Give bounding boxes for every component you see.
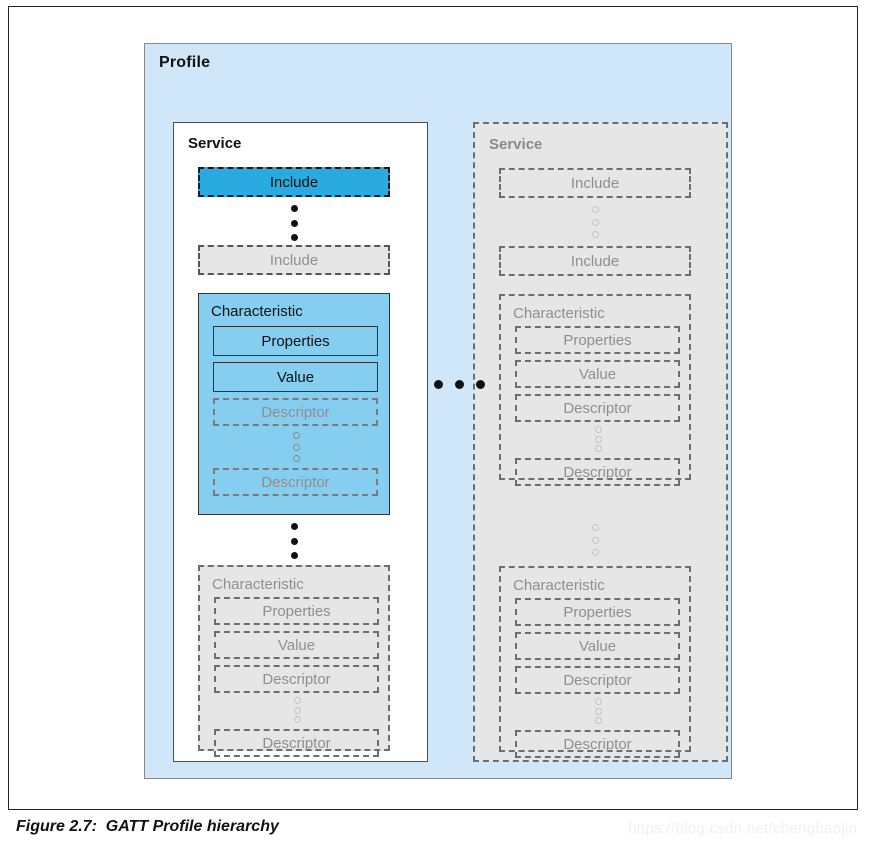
ellipsis-dot bbox=[293, 716, 301, 723]
ellipsis-dot bbox=[594, 707, 602, 715]
ellipsis-dot bbox=[292, 443, 300, 451]
characteristic-label: Characteristic bbox=[513, 577, 605, 594]
figure-caption: Figure 2.7: GATT Profile hierarchy bbox=[16, 818, 279, 835]
characteristic-label: Characteristic bbox=[212, 576, 304, 593]
value-box[interactable]: Value bbox=[214, 631, 379, 659]
characteristic-ellipsis bbox=[290, 523, 298, 559]
properties-box[interactable]: Properties bbox=[515, 326, 680, 354]
include-ellipsis bbox=[290, 205, 298, 241]
ellipsis-dot bbox=[591, 218, 599, 226]
value-box[interactable]: Value bbox=[213, 362, 378, 392]
ellipsis-dot bbox=[591, 524, 599, 531]
ellipsis-dot bbox=[594, 426, 602, 433]
ellipsis-dot bbox=[290, 205, 298, 212]
ellipsis-dot bbox=[293, 706, 301, 714]
ellipsis-dot bbox=[594, 698, 602, 705]
ellipsis-dot bbox=[290, 523, 298, 530]
ellipsis-dot bbox=[591, 231, 599, 238]
descriptor-box[interactable]: Descriptor bbox=[515, 666, 680, 694]
properties-box[interactable]: Properties bbox=[515, 598, 680, 626]
ellipsis-dot bbox=[292, 432, 300, 439]
characteristic-faded[interactable]: Characteristic Properties Value Descript… bbox=[499, 294, 691, 486]
ellipsis-dot bbox=[594, 717, 602, 724]
descriptor-box[interactable]: Descriptor bbox=[213, 398, 378, 426]
include-ellipsis bbox=[591, 206, 599, 238]
descriptor-box[interactable]: Descriptor bbox=[515, 730, 680, 758]
service-label: Service bbox=[489, 136, 543, 153]
descriptor-ellipsis bbox=[594, 426, 602, 452]
watermark-text: https://blog.csdn.net/chengbaojin bbox=[628, 820, 858, 837]
characteristic-faded[interactable]: Characteristic Properties Value Descript… bbox=[198, 565, 390, 757]
profile-label: Profile bbox=[159, 54, 211, 71]
descriptor-box[interactable]: Descriptor bbox=[515, 458, 680, 486]
characteristic-faded[interactable]: Characteristic Properties Value Descript… bbox=[499, 566, 691, 758]
value-box[interactable]: Value bbox=[515, 632, 680, 660]
characteristic-active[interactable]: Characteristic Properties Value Descript… bbox=[198, 293, 390, 515]
ellipsis-dot bbox=[290, 234, 298, 241]
ellipsis-dot bbox=[290, 219, 298, 227]
profile-container: Profile Service Include Include Characte… bbox=[144, 43, 732, 779]
service-label: Service bbox=[188, 135, 242, 152]
ellipsis-dot bbox=[290, 552, 298, 559]
ellipsis-dot bbox=[591, 549, 599, 556]
ellipsis-dot bbox=[434, 380, 443, 389]
include-box-faded[interactable]: Include bbox=[499, 246, 691, 276]
figure-frame: Profile Service Include Include Characte… bbox=[8, 6, 858, 810]
descriptor-ellipsis bbox=[292, 432, 300, 462]
ellipsis-dot bbox=[455, 380, 464, 389]
properties-box[interactable]: Properties bbox=[214, 597, 379, 625]
descriptor-box[interactable]: Descriptor bbox=[214, 729, 379, 757]
descriptor-box[interactable]: Descriptor bbox=[213, 468, 378, 496]
include-box-faded[interactable]: Include bbox=[499, 168, 691, 198]
ellipsis-dot bbox=[594, 435, 602, 443]
ellipsis-dot bbox=[476, 380, 485, 389]
include-box-highlighted[interactable]: Include bbox=[198, 167, 390, 197]
ellipsis-dot bbox=[591, 206, 599, 213]
ellipsis-dot bbox=[292, 455, 300, 462]
properties-box[interactable]: Properties bbox=[213, 326, 378, 356]
characteristic-ellipsis bbox=[591, 524, 599, 556]
ellipsis-dot bbox=[594, 445, 602, 452]
service-faded[interactable]: Service Include Include Characteristic P… bbox=[473, 122, 728, 762]
service-ellipsis bbox=[434, 380, 485, 389]
ellipsis-dot bbox=[591, 536, 599, 544]
include-box-faded[interactable]: Include bbox=[198, 245, 390, 275]
descriptor-box[interactable]: Descriptor bbox=[214, 665, 379, 693]
characteristic-label: Characteristic bbox=[211, 303, 303, 320]
ellipsis-dot bbox=[293, 697, 301, 704]
value-box[interactable]: Value bbox=[515, 360, 680, 388]
service-active[interactable]: Service Include Include Characteristic P… bbox=[173, 122, 428, 762]
descriptor-ellipsis bbox=[293, 697, 301, 723]
ellipsis-dot bbox=[290, 537, 298, 545]
descriptor-ellipsis bbox=[594, 698, 602, 724]
characteristic-label: Characteristic bbox=[513, 305, 605, 322]
descriptor-box[interactable]: Descriptor bbox=[515, 394, 680, 422]
